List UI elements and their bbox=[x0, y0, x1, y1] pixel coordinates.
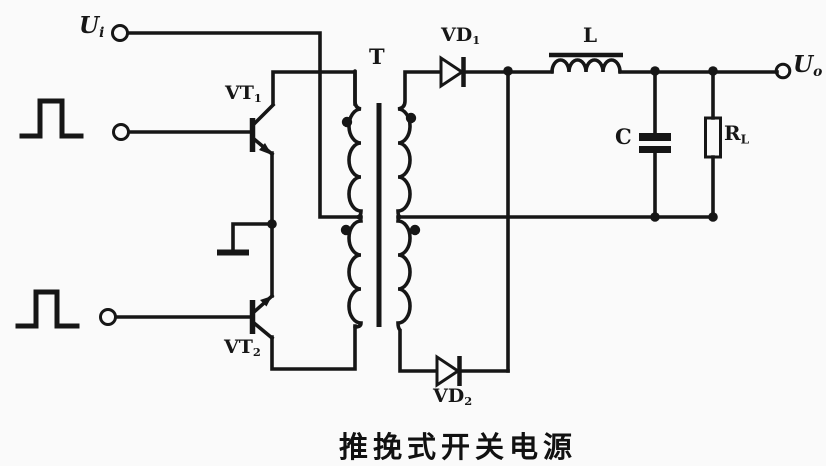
input-terminal-vt1-base bbox=[112, 123, 130, 141]
resistor-rl bbox=[704, 116, 722, 159]
label-c: C bbox=[615, 126, 632, 147]
secondary-winding-upper bbox=[396, 70, 441, 219]
label-vd2-main: VD bbox=[433, 385, 465, 407]
pulse-waveform-lower bbox=[15, 289, 80, 329]
junction-dots bbox=[267, 66, 718, 229]
transformer-core bbox=[376, 103, 382, 327]
polarity-dot-primary-upper bbox=[341, 116, 353, 128]
label-uo-main: U bbox=[793, 51, 814, 78]
pulse-waveform-upper bbox=[19, 98, 84, 139]
transformer bbox=[340, 69, 441, 373]
label-rl-main: R bbox=[724, 121, 741, 145]
label-l: L bbox=[583, 25, 597, 45]
diode-vd1 bbox=[439, 55, 466, 89]
label-vd1: VD1 bbox=[441, 26, 480, 47]
label-l-main: L bbox=[583, 23, 598, 47]
label-vt1: VT1 bbox=[225, 84, 262, 105]
input-terminal-ui bbox=[111, 24, 129, 42]
label-t: T bbox=[369, 46, 385, 67]
polarity-dot-secondary-lower bbox=[409, 224, 421, 236]
capacitor-c bbox=[639, 133, 671, 153]
vt1-emitter-arrow bbox=[259, 143, 272, 155]
label-t-main: T bbox=[369, 44, 385, 69]
polarity-dot-secondary-upper bbox=[405, 112, 417, 124]
input-terminal-vt2-base bbox=[99, 308, 117, 326]
label-vd1-sub: 1 bbox=[472, 33, 481, 48]
label-ui: Ui bbox=[79, 14, 104, 41]
label-c-main: C bbox=[615, 124, 632, 149]
vt2-emitter-arrow bbox=[260, 296, 272, 307]
label-ui-sub: i bbox=[99, 24, 105, 41]
label-vt2: VT2 bbox=[224, 338, 261, 359]
primary-winding-upper bbox=[347, 69, 363, 219]
transistor-vt2 bbox=[249, 293, 275, 341]
label-vt1-sub: 1 bbox=[253, 91, 262, 106]
inductor-l bbox=[549, 52, 623, 74]
label-vt2-main: VT bbox=[224, 336, 253, 358]
label-vd1-main: VD bbox=[441, 24, 473, 46]
label-vd2: VD2 bbox=[433, 387, 472, 408]
label-vt1-main: VT bbox=[225, 82, 254, 104]
diode-vd2 bbox=[435, 354, 462, 388]
label-rl-sub: L bbox=[740, 132, 750, 147]
label-uo-sub: o bbox=[813, 63, 823, 80]
transistor-vt1 bbox=[249, 102, 276, 157]
label-uo: Uo bbox=[793, 53, 822, 80]
label-vt2-sub: 2 bbox=[252, 345, 261, 360]
secondary-winding-lower bbox=[396, 215, 438, 373]
label-ui-main: U bbox=[79, 12, 100, 39]
figure-caption: 推挽式开关电源 bbox=[338, 430, 577, 464]
primary-winding-lower bbox=[347, 215, 363, 329]
label-vd2-sub: 2 bbox=[464, 394, 473, 409]
label-rl: RL bbox=[724, 123, 749, 145]
polarity-dot-primary-lower bbox=[340, 224, 352, 236]
